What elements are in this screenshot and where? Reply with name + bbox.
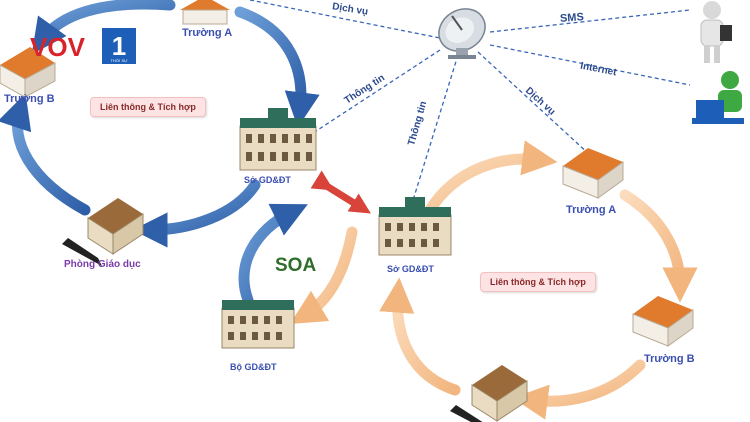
school-building-icon <box>0 47 56 98</box>
integration-box-left: Liên thông & Tích hợp <box>90 97 206 117</box>
school-building-icon <box>180 0 230 25</box>
link-thong-tin-left <box>309 49 441 136</box>
label-truong-a-top: Trường A <box>182 27 233 39</box>
satellite-dish-icon <box>438 8 486 59</box>
label-so-gddt-top: Sở GD&ĐT <box>244 175 291 185</box>
logo-number: 1 <box>112 31 126 61</box>
logo-sub: THỜI SỰ <box>110 58 128 63</box>
link-dich-vu-right <box>477 51 591 156</box>
government-building-icon <box>450 365 528 422</box>
person-at-computer-icon <box>692 71 744 124</box>
soa-label: SOA <box>275 255 317 276</box>
arrow-phong-to-truongB <box>0 93 91 216</box>
government-building-icon <box>239 108 317 171</box>
arrow-truongB-to-bottom <box>512 359 646 420</box>
school-building-icon <box>632 296 694 347</box>
integration-box-right: Liên thông & Tích hợp <box>480 272 596 292</box>
government-building-icon <box>62 198 144 266</box>
vov1-logo: VOV 1 THỜI SỰ <box>30 28 136 64</box>
label-truong-b-right: Trường B <box>644 353 695 365</box>
blue-cycle <box>0 0 320 306</box>
vov-logo-icon: VOV 1 THỜI SỰ <box>30 28 136 64</box>
school-building-icon <box>562 148 624 199</box>
network-links <box>249 0 691 211</box>
label-truong-a-right: Trường A <box>566 204 617 216</box>
arrow-so-to-bo <box>289 226 358 325</box>
arrow-truongA-to-truongB <box>31 0 176 55</box>
link-thong-tin-mid <box>409 54 459 211</box>
person-with-phone-icon <box>700 1 732 63</box>
government-building-icon <box>378 197 452 256</box>
arrow-truongA-to-truongB <box>619 189 698 303</box>
link-dich-vu-top <box>249 0 441 39</box>
label-bo-gddt: Bộ GD&ĐT <box>230 362 277 372</box>
link-internet <box>489 44 691 86</box>
label-sms: SMS <box>559 11 585 25</box>
government-building-icon <box>221 300 295 349</box>
link-sms <box>489 9 691 33</box>
arrow-so-to-phong <box>132 179 261 248</box>
label-so-gddt-right: Sở GD&ĐT <box>387 264 434 274</box>
arrow-bo-to-so <box>238 203 308 306</box>
arrow-bottom-to-so <box>379 277 461 396</box>
peach-cycle <box>289 140 698 420</box>
logo-brand: VOV <box>30 32 86 62</box>
arrow-truongA-to-so <box>234 6 320 128</box>
arrow-so-to-truongA <box>424 140 558 216</box>
label-truong-b-left: Trường B <box>4 93 55 105</box>
label-phong-giao-duc: Phòng Giáo dục <box>64 259 141 270</box>
red-bidirectional-arrow <box>310 170 371 214</box>
